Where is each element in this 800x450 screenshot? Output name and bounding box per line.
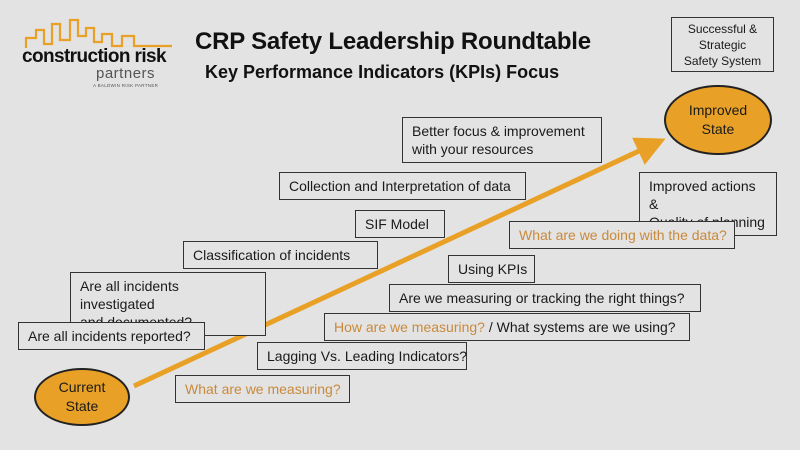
box-how-measuring: How are we measuring? / What systems are…	[324, 313, 690, 341]
company-logo: construction risk partners A BALDWIN RIS…	[22, 16, 182, 100]
skyline-logo-icon	[24, 18, 172, 48]
box-right-things: Are we measuring or tracking the right t…	[389, 284, 701, 312]
current-state-circle: Current State	[34, 368, 130, 426]
logo-wordmark: construction risk	[22, 46, 167, 67]
logo-tagline: A BALDWIN RISK PARTNER	[93, 83, 159, 88]
box-what-measuring: What are we measuring?	[175, 375, 350, 403]
box-collection-data: Collection and Interpretation of data	[279, 172, 526, 200]
box-lagging-leading: Lagging Vs. Leading Indicators?	[257, 342, 467, 370]
box-sif-model: SIF Model	[355, 210, 445, 238]
systems-text: / What systems are we using?	[488, 319, 676, 335]
box-classification: Classification of incidents	[183, 241, 378, 269]
box-reported: Are all incidents reported?	[18, 322, 205, 350]
how-measuring-text: How are we measuring?	[334, 319, 485, 335]
page-title: CRP Safety Leadership Roundtable	[195, 28, 591, 55]
logo-subtext: partners	[96, 65, 156, 82]
box-better-focus: Better focus & improvement with your res…	[402, 117, 602, 163]
goal-box: Successful & Strategic Safety System	[671, 17, 774, 72]
box-using-kpis: Using KPIs	[448, 255, 535, 283]
box-doing-with-data: What are we doing with the data?	[509, 221, 735, 249]
page-subtitle: Key Performance Indicators (KPIs) Focus	[205, 62, 560, 82]
improved-state-circle: Improved State	[664, 85, 772, 155]
